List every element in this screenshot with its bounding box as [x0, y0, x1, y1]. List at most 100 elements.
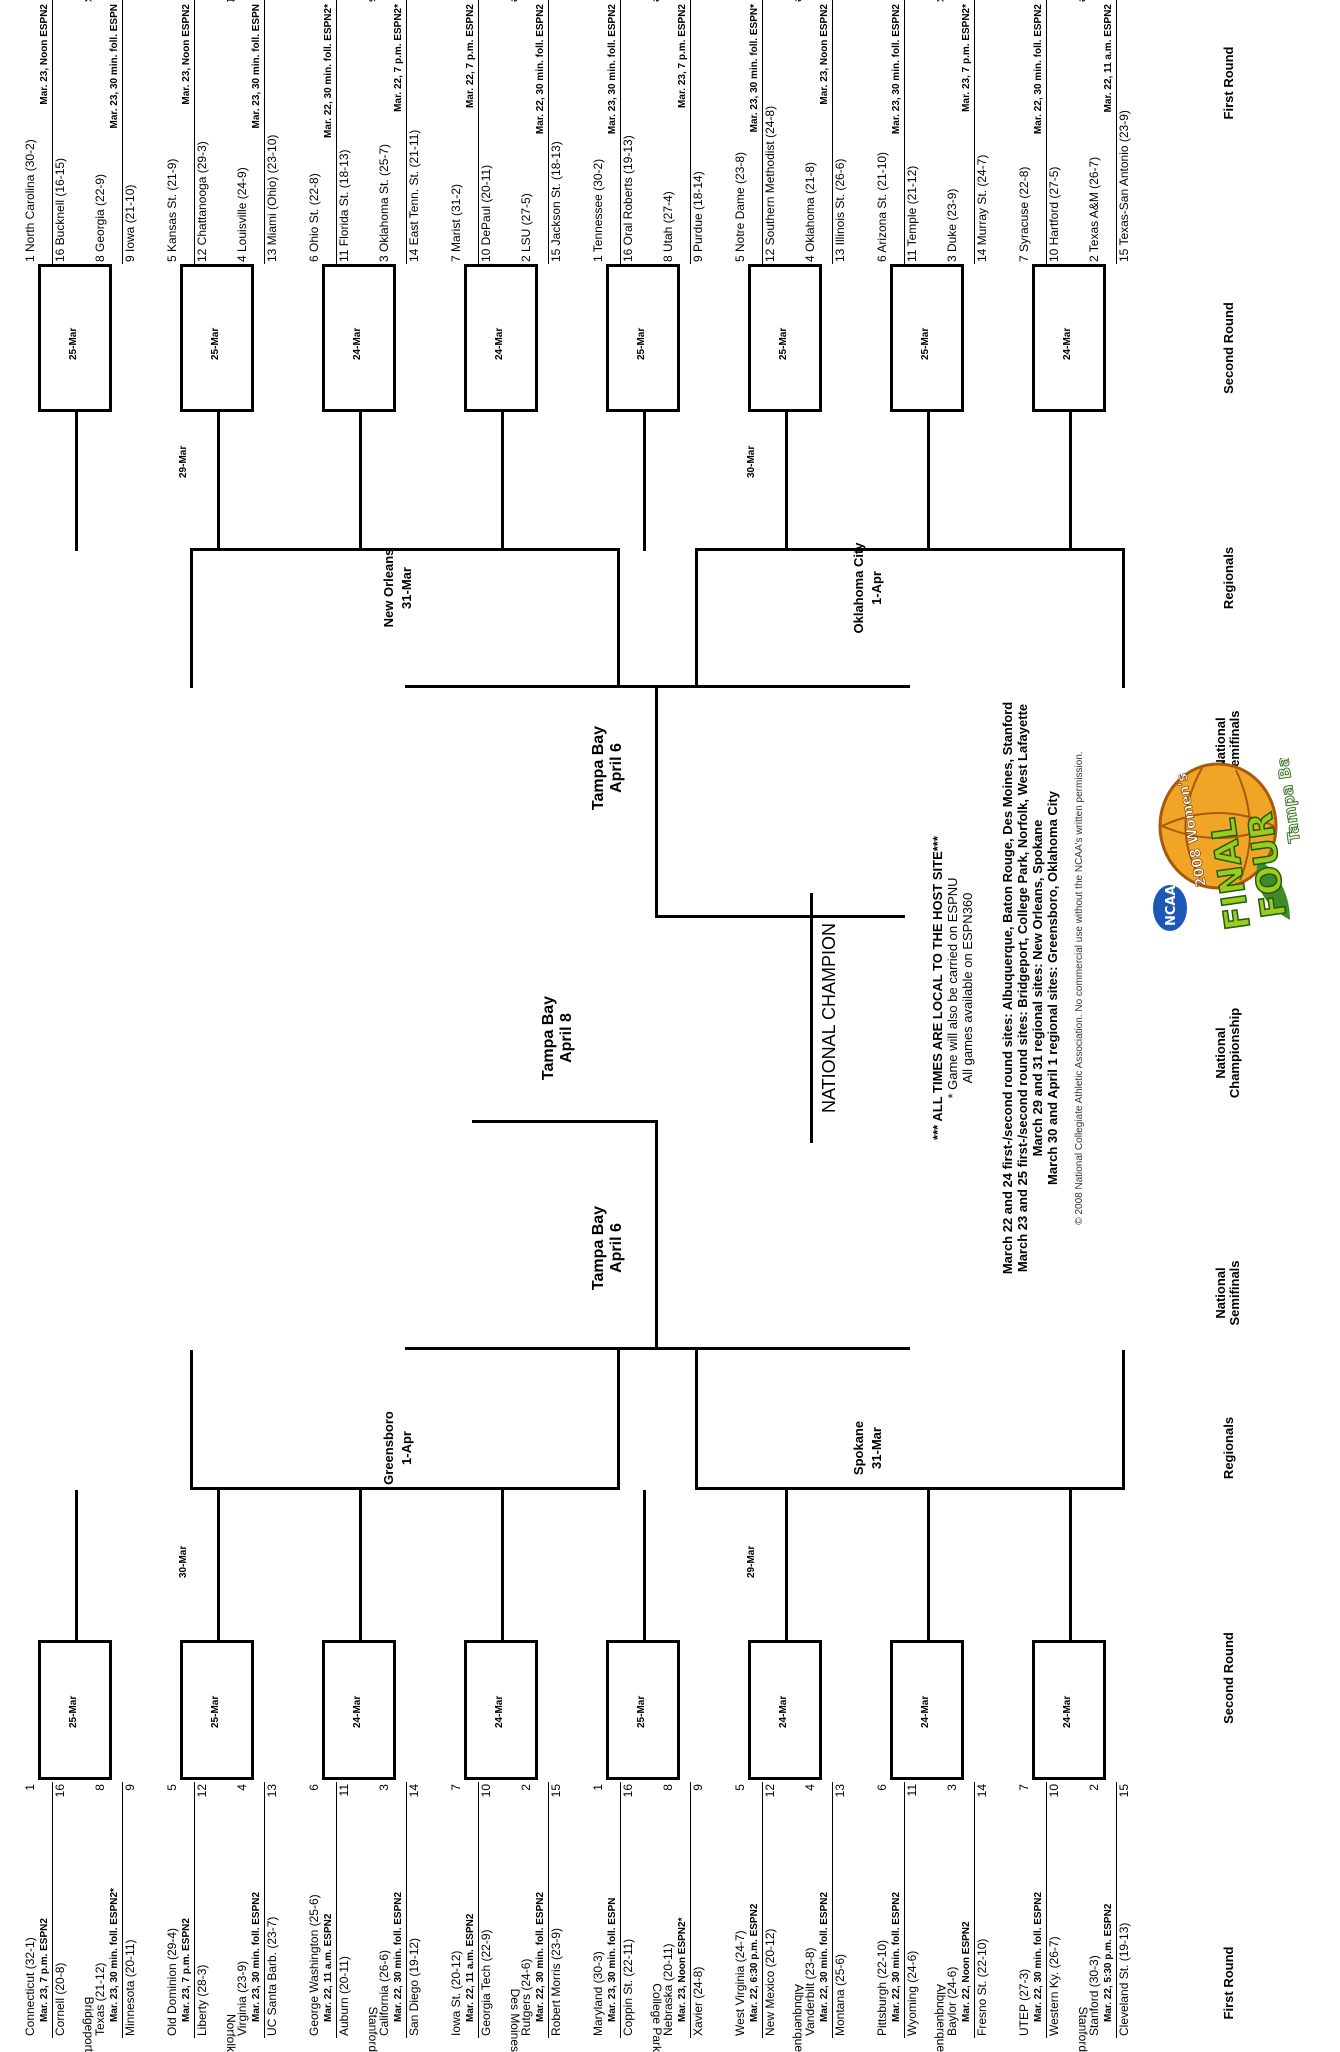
team-slot[interactable]: Coppin St. (22-11)16	[622, 1782, 650, 2038]
team-slot[interactable]: 3 Oklahoma St. (25-7)Mar. 22, 7 p.m. ESP…	[378, 0, 407, 264]
team-slot[interactable]: 7 Marist (31-2)Mar. 22, 7 p.m. ESPN2	[450, 0, 479, 264]
team-slot[interactable]: 11 Temple (21-12)	[906, 0, 934, 264]
team-slot[interactable]: 10 Hartford (27-5)	[1048, 0, 1076, 264]
team-slot[interactable]: Georgia Tech (22-9)10	[480, 1782, 508, 2038]
team-slot[interactable]: 7 Syracuse (22-8)Mar. 22, 30 min. foll. …	[1018, 0, 1047, 264]
team-slot[interactable]: 5 Notre Dame (23-8) Mar. 23, 30 min. foll…	[734, 0, 763, 264]
seed: 1	[591, 1784, 605, 1791]
team-name: 13 Miami (Ohio) (23-10)	[265, 135, 279, 262]
team-name: 2 Texas A&M (26-7)	[1087, 157, 1101, 262]
team-name: 4 Oklahoma (21-8)	[803, 162, 817, 262]
second-round-date: 24-Mar	[494, 1696, 505, 1728]
team-slot[interactable]: 2 Texas A&M (26-7)Mar. 22, 11 a.m. ESPN2	[1088, 0, 1117, 264]
team-slot[interactable]: 14 East Tenn. St. (21-11)	[408, 0, 436, 264]
team-slot[interactable]: 15 Texas-San Antonio (23-9)	[1118, 0, 1146, 264]
notes-line-4: March 30 and April 1 regional sites: Gre…	[1045, 538, 1060, 1438]
team-slot[interactable]: 1 Tennessee (30-2)Mar. 23, 30 min. foll.…	[592, 0, 621, 264]
team-slot[interactable]: 2 LSU (27-5)Mar. 22, 30 min. foll. ESPN2	[520, 0, 549, 264]
team-name: Old Dominion (29-4)	[165, 1928, 179, 2036]
team-slot[interactable]: 15 Jackson St. (18-13)	[550, 0, 578, 264]
team-slot[interactable]: 9 Purdue (18-14)	[692, 0, 720, 264]
seed: 6	[307, 1784, 321, 1791]
team-slot[interactable]: 16 Oral Roberts (19-13)	[622, 0, 650, 264]
team-slot[interactable]: Xavier (24-8)9	[692, 1782, 720, 2038]
team-slot[interactable]: 16 Bucknell (16-15)	[54, 0, 82, 264]
team-slot[interactable]: 6 Ohio St. (22-8)Mar. 22, 30 min. foll. …	[308, 0, 337, 264]
game-time: Mar. 22, 7 p.m. ESPN2	[464, 4, 478, 108]
team-slot[interactable]: 11 Florida St. (18-13)	[338, 0, 366, 264]
notes-line-6: * Game will also be carried on ESPNU	[945, 538, 960, 1438]
team-slot[interactable]: UC Santa Barb. (23-7)13	[266, 1782, 294, 2038]
team-slot[interactable]: 14 Murray St. (24-7)	[976, 0, 1004, 264]
team-slot[interactable]: 13 Illinois St. (26-6)	[834, 0, 862, 264]
team-slot[interactable]: 8 Georgia (22-9)Mar. 23, 30 min. foll. E…	[94, 0, 123, 264]
pod-connector	[217, 1490, 220, 1640]
team-slot[interactable]: Minnesota (20-11)9	[124, 1782, 152, 2038]
seed: 1	[23, 1784, 37, 1791]
game-time: Mar. 23, 30 min. foll. ESPN2	[890, 4, 904, 134]
team-name: 8 Georgia (22-9)	[93, 174, 107, 262]
team-slot[interactable]: 8 Utah (27-4)Mar. 23, 7 p.m. ESPN2	[662, 0, 691, 264]
team-slot[interactable]: Fresno St. (22-10)14	[976, 1782, 1004, 2038]
team-slot[interactable]: Auburn (20-11)11	[338, 1782, 366, 2038]
team-slot[interactable]: 12 Southern Methodist (24-8)	[764, 0, 792, 264]
team-slot[interactable]: Robert Morris (23-9)15	[550, 1782, 578, 2038]
team-name: 10 DePaul (20-11)	[479, 165, 493, 262]
team-name: Rutgers (24-6)	[519, 1959, 533, 2036]
team-slot[interactable]: Liberty (28-3)12	[196, 1782, 224, 2038]
team-slot[interactable]: 10 DePaul (20-11)	[480, 0, 508, 264]
second-round-date: 25-Mar	[636, 328, 647, 360]
team-slot[interactable]: 3 Duke (23-9)Mar. 23, 7 p.m. ESPN2*	[946, 0, 975, 264]
pod-connector	[927, 411, 930, 551]
team-slot[interactable]: Montana (25-6)13	[834, 1782, 862, 2038]
team-slot[interactable]: 4 Louisville (24-9)Mar. 23, 30 min. foll…	[236, 0, 265, 264]
team-slot[interactable]: 13 Miami (Ohio) (23-10)	[266, 0, 294, 264]
game-time: Mar. 23, 30 min. foll. ESPN*	[748, 4, 762, 132]
game-time: Mar. 23, 30 min. foll. ESPN	[250, 4, 264, 129]
team-name: 16 Oral Roberts (19-13)	[621, 135, 635, 262]
seed: 12	[763, 1784, 777, 1797]
game-time: Mar. 23, 7 p.m. ESPN2	[180, 1918, 194, 2022]
schedule-sites: March 22 and 24 first-/second round site…	[1000, 538, 1060, 1438]
team-slot[interactable]: Wyoming (24-6)11	[906, 1782, 934, 2038]
team-slot[interactable]: San Diego (19-12)14	[408, 1782, 436, 2038]
team-name: 2 LSU (27-5)	[519, 193, 533, 262]
team-slot[interactable]: New Mexico (20-12)12	[764, 1782, 792, 2038]
team-slot[interactable]: 6 Arizona St. (21-10)Mar. 23, 30 min. fo…	[876, 0, 905, 264]
team-slot[interactable]: Western Ky. (26-7)10	[1048, 1782, 1076, 2038]
team-slot[interactable]: Cleveland St. (19-13)15	[1118, 1782, 1146, 2038]
team-slot[interactable]: 1 North Carolina (30-2)Mar. 23, Noon ESP…	[24, 0, 53, 264]
team-name: 5 Notre Dame (23-8)	[733, 152, 747, 262]
right-semifinal-site: Tampa BayApril 6	[590, 698, 626, 838]
header-second-round-right: Second Round	[1222, 288, 1236, 408]
second-round-date: 25-Mar	[68, 328, 79, 360]
regional-site-oklahoma-city: Oklahoma City1-Apr	[850, 518, 886, 658]
team-slot[interactable]: 4 Oklahoma (21-8)Mar. 23, Noon ESPN2	[804, 0, 833, 264]
team-slot[interactable]: Cornell (20-8)16	[54, 1782, 82, 2038]
game-time: Mar. 23, Noon ESPN2	[38, 4, 52, 105]
seed: 14	[975, 1784, 989, 1797]
team-slot[interactable]: 5 Kansas St. (21-9)Mar. 23, Noon ESPN2	[166, 0, 195, 264]
team-slot[interactable]: 12 Chattanooga (29-3)	[196, 0, 224, 264]
team-slot[interactable]: 9 Iowa (21-10)	[124, 0, 152, 264]
left-regional2-line	[695, 1487, 1125, 1490]
header-regionals-right: Regionals	[1222, 528, 1236, 628]
right-regional1-top	[190, 548, 193, 688]
